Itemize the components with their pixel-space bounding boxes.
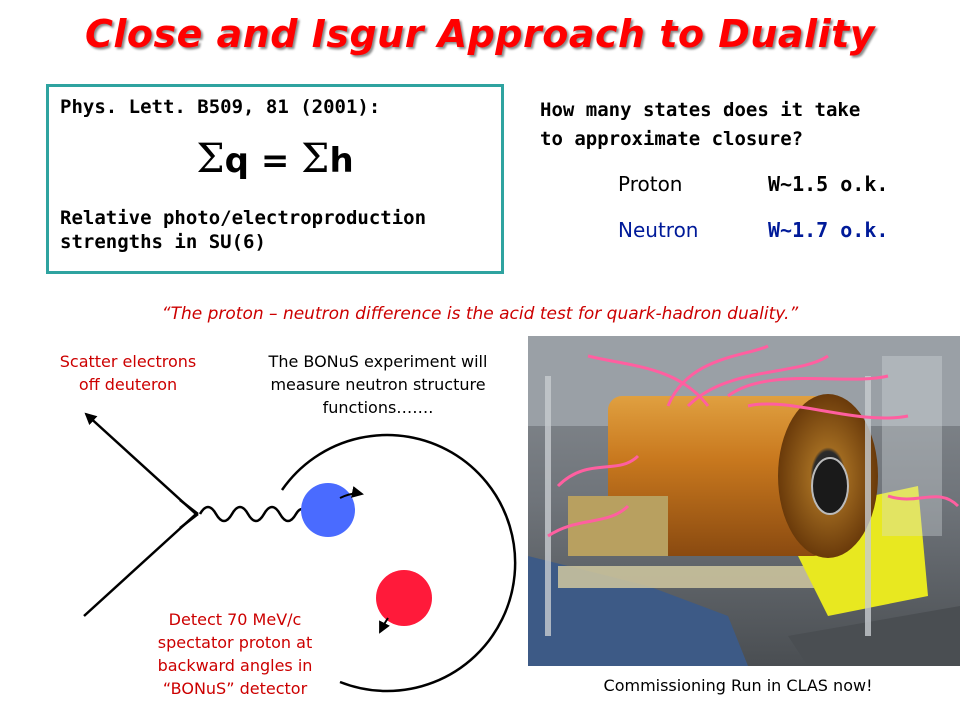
closure-question-line-1: How many states does it take [540, 99, 861, 121]
formula-equals: = [260, 141, 290, 181]
photo-caption: Commissioning Run in CLAS now! [603, 676, 873, 695]
detect-note-line-2: spectator proton at [157, 633, 313, 652]
photon-arrow-head [179, 513, 199, 529]
photo-electronics-board [568, 496, 668, 556]
bonus-note-line-2: measure neutron structure [270, 375, 486, 394]
closure-table: Proton W~1.5 o.k. Neutron W~1.7 o.k. [618, 172, 948, 254]
outgoing-electron-arrow [84, 412, 197, 515]
sum-rule-formula: Σq = Σh [46, 136, 504, 182]
su6-line-1: Relative photo/electroproduction [60, 207, 427, 229]
reference-box [46, 84, 504, 274]
slide-title: Close and Isgur Approach to Duality [84, 12, 876, 56]
incoming-electron-line [83, 513, 197, 617]
closure-row-label: Proton [618, 172, 683, 196]
proton-ball [376, 570, 432, 626]
scatter-note-line-2: off deuteron [78, 375, 178, 394]
closure-row-neutron: Neutron W~1.7 o.k. [618, 218, 948, 254]
closure-question-line-2: to approximate closure? [540, 128, 804, 150]
duality-quote: “The proton – neutron difference is the … [161, 304, 799, 324]
su6-line-2: strengths in SU(6) [60, 231, 266, 253]
photo-pink-cables [587, 344, 909, 420]
closure-row-value: W~1.7 o.k. [768, 218, 889, 242]
proton-track-arrow [379, 617, 390, 634]
formula-quark: q [224, 141, 249, 181]
detect-note-line-3: backward angles in [157, 656, 313, 675]
neutron-ball [301, 483, 355, 537]
closure-row-label: Neutron [618, 218, 699, 242]
photo-cloth-fold [788, 606, 960, 666]
closure-row-proton: Proton W~1.5 o.k. [618, 172, 948, 208]
detect-note-line-4: “BONuS” detector [162, 679, 308, 698]
su6-description: Relative photo/electroproduction strengt… [60, 206, 500, 254]
scatter-note-line-1: Scatter electrons [59, 352, 197, 371]
sigma-symbol-right: Σ [301, 136, 330, 182]
closure-row-value: W~1.5 o.k. [768, 172, 889, 196]
detect-note: Detect 70 MeV/c spectator proton at back… [110, 608, 360, 700]
photo-acrylic-panel [882, 356, 942, 536]
detect-note-line-1: Detect 70 MeV/c [168, 610, 302, 629]
photon-arrow-head [179, 499, 199, 515]
formula-hadron: h [329, 141, 354, 181]
deuteron-boundary [280, 433, 517, 693]
photo-pink-cables [547, 454, 960, 538]
sigma-symbol-left: Σ [196, 136, 225, 182]
photo-detector-bore [811, 457, 849, 515]
citation-text: Phys. Lett. B509, 81 (2001): [60, 96, 381, 118]
photo-base-plate [558, 566, 858, 588]
neutron-track-arrow [339, 486, 364, 499]
bonus-note-line-1: The BONuS experiment will [268, 352, 488, 371]
scattering-diagram [83, 412, 517, 693]
virtual-photon-wave [198, 505, 310, 523]
bonus-note: The BONuS experiment will measure neutro… [236, 350, 520, 419]
bonus-note-line-3: functions……. [322, 398, 434, 417]
scatter-note: Scatter electrons off deuteron [30, 350, 226, 396]
closure-question: How many states does it take to approxim… [540, 96, 940, 154]
bonus-detector-photo [528, 336, 960, 666]
